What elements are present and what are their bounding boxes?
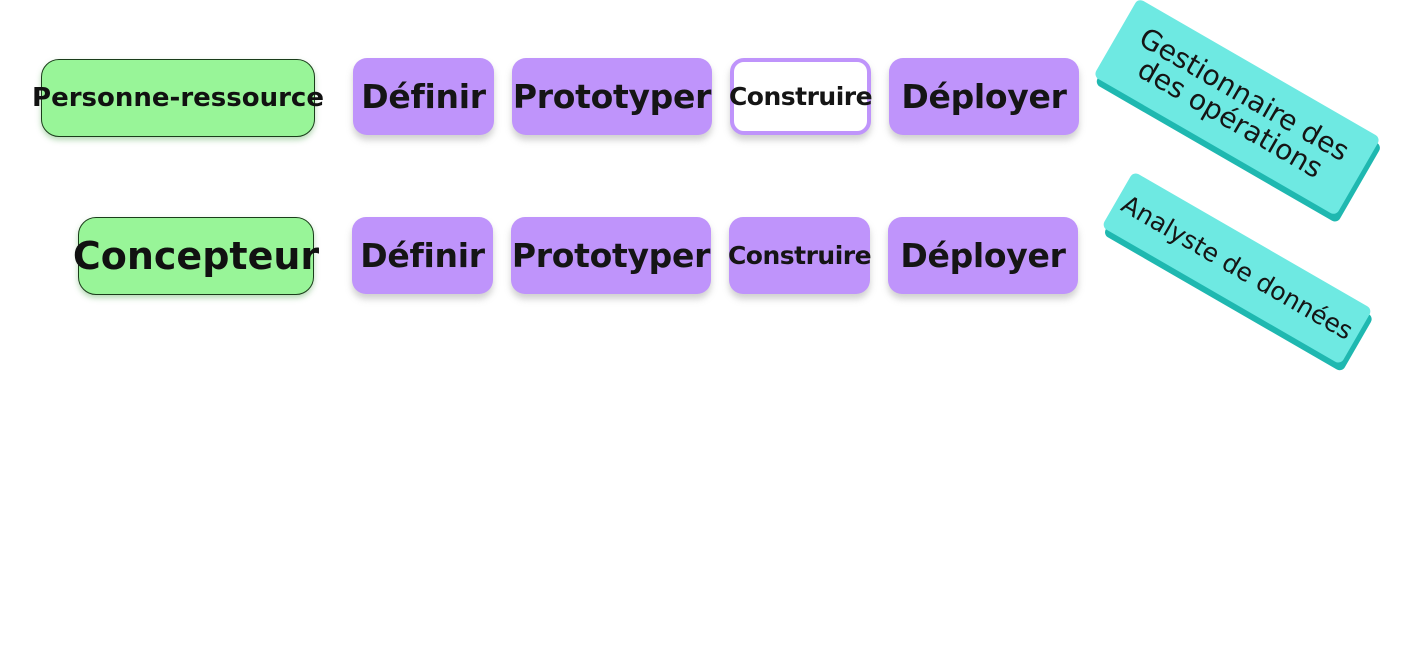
role-label: Concepteur (72, 234, 320, 278)
role-personne-ressource[interactable]: Personne-ressource (32, 59, 324, 137)
step-label: Prototyper (512, 77, 712, 116)
step-label: Définir (361, 77, 486, 116)
tag-label: Gestionnaire des des opérations (1132, 21, 1355, 185)
step-definir-row1[interactable]: Définir (353, 58, 494, 135)
step-label: Construire (727, 241, 872, 270)
step-prototyper-row2[interactable]: Prototyper (511, 217, 711, 294)
step-label: Définir (360, 236, 485, 275)
step-construire-row1-selected[interactable]: Construire (728, 58, 873, 135)
step-label: Prototyper (511, 236, 711, 275)
step-label: Construire (728, 82, 873, 111)
step-prototyper-row1[interactable]: Prototyper (512, 58, 712, 135)
step-construire-row2[interactable]: Construire (727, 217, 872, 294)
tag-label: Analyste de données (1116, 189, 1358, 346)
step-label: Déployer (900, 236, 1066, 275)
role-concepteur[interactable]: Concepteur (73, 217, 319, 295)
role-label: Personne-ressource (32, 83, 324, 113)
step-deployer-row2[interactable]: Déployer (888, 217, 1078, 294)
step-deployer-row1[interactable]: Déployer (889, 58, 1079, 135)
step-definir-row2[interactable]: Définir (352, 217, 493, 294)
step-label: Déployer (901, 77, 1067, 116)
